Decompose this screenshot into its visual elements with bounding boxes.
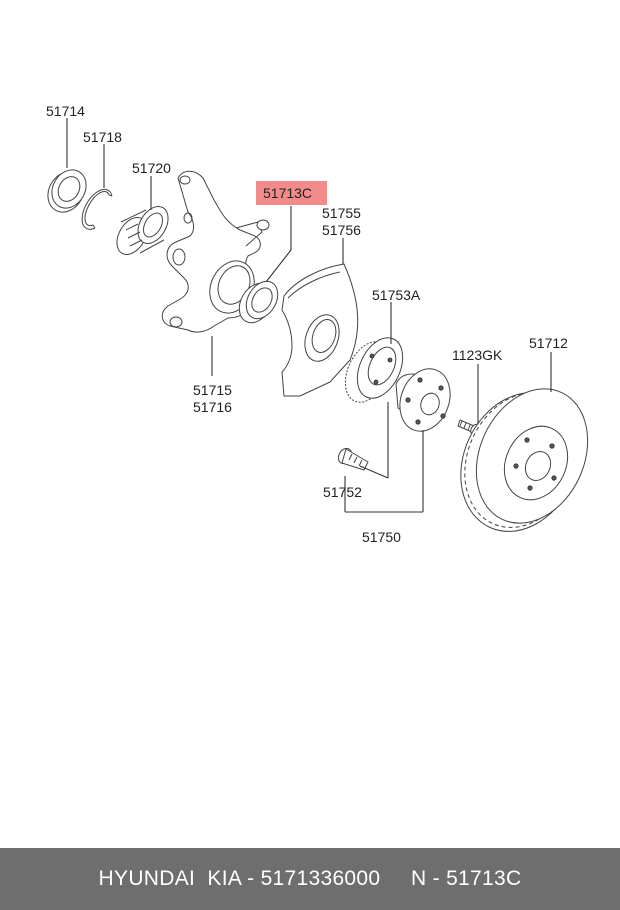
label-1123gk: 1123GK <box>452 347 503 363</box>
bearing-51720[interactable] <box>111 201 175 260</box>
label-51753a: 51753A <box>372 287 421 303</box>
label-51750: 51750 <box>362 529 401 545</box>
label-51712: 51712 <box>529 335 568 351</box>
highlight-box <box>256 181 327 205</box>
bearing-51713c[interactable] <box>233 276 285 329</box>
label-51755: 51755 <box>322 205 361 221</box>
wheel-bolt-51752[interactable] <box>336 446 369 471</box>
label-51714: 51714 <box>46 103 85 119</box>
label-51713c: 51713C <box>263 185 312 201</box>
label-51715: 51715 <box>193 382 232 398</box>
label-51756: 51756 <box>322 222 361 238</box>
brake-disc-51712[interactable] <box>439 371 609 551</box>
label-51718: 51718 <box>83 129 122 145</box>
label-51752: 51752 <box>323 484 362 500</box>
label-51716: 51716 <box>193 399 232 415</box>
label-51720: 51720 <box>132 160 171 176</box>
oil-seal-51714[interactable] <box>41 164 93 219</box>
leader-lines <box>66 118 552 513</box>
wheel-hub-51750[interactable] <box>392 362 459 439</box>
tone-wheel-51753a[interactable] <box>336 331 411 410</box>
exploded-parts-diagram: 51714 51718 51720 51713C 51755 51756 517… <box>41 103 609 551</box>
snap-ring-51718[interactable] <box>81 188 113 230</box>
dust-cover-51755[interactable] <box>281 263 359 397</box>
part-number-footer: HYUNDAI KIA - 5171336000 N - 51713C <box>0 848 620 910</box>
footer-text: HYUNDAI KIA - 5171336000 N - 51713C <box>98 867 522 890</box>
